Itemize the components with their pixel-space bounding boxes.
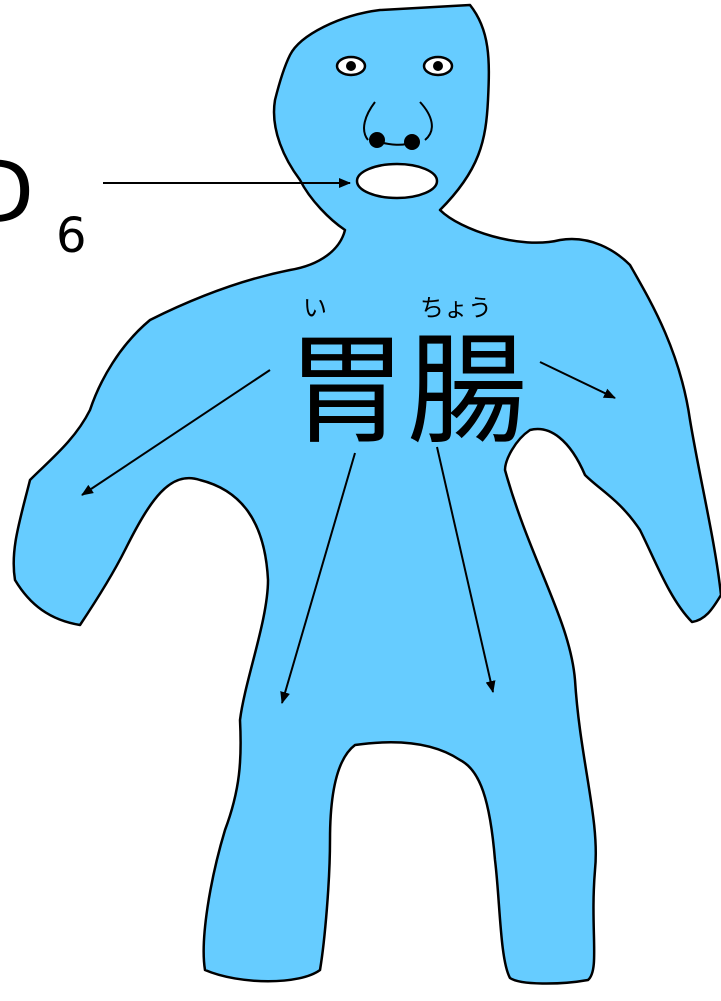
mouth-icon [357,164,437,198]
kanji-label: 胃腸 [287,322,527,461]
left-partial-label: D [0,143,34,243]
furigana-chou: ちょう [420,294,492,322]
body-silhouette [14,5,721,984]
eye-icon [337,57,365,75]
eye-icon [424,57,452,75]
subscript-label: 6 [56,208,87,264]
furigana-i: い [303,294,327,322]
